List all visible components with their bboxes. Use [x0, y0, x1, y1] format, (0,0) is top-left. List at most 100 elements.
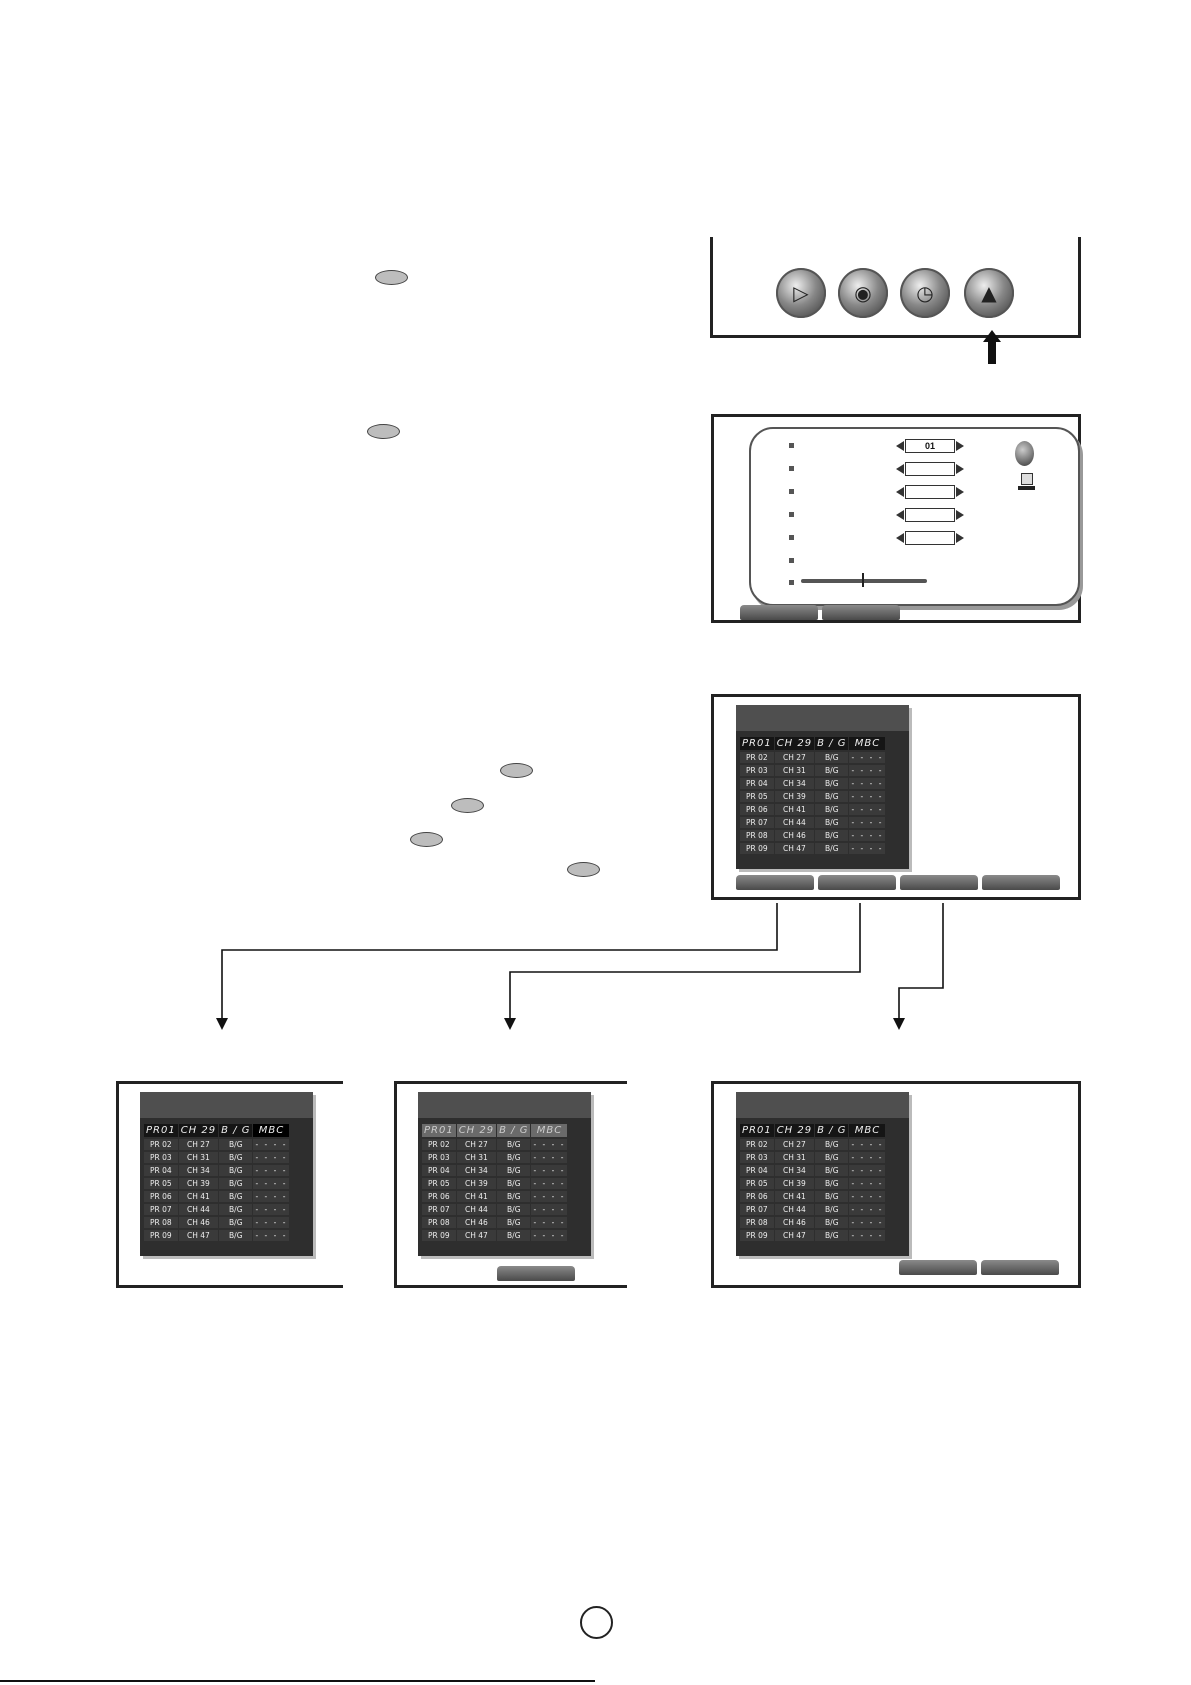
cell-pr: PR 02: [144, 1139, 178, 1150]
slider-handle[interactable]: [862, 573, 864, 587]
function-tab[interactable]: [736, 875, 814, 890]
cell-pr: PR 02: [740, 752, 774, 763]
menu-bullet: [789, 535, 794, 540]
header-ch: CH 29: [774, 1124, 815, 1137]
remote-key-oval: [375, 270, 408, 285]
cell-ch: CH 41: [774, 804, 815, 815]
menu-bullet: [789, 580, 794, 585]
header-name: MBC: [849, 737, 886, 750]
cell-ch: CH 41: [774, 1191, 815, 1202]
cell-pr: PR 07: [740, 1204, 774, 1215]
fine-tune-slider[interactable]: [801, 579, 927, 583]
setup-menu-screen: 01: [711, 414, 1081, 623]
cell-ch: CH 34: [456, 1165, 497, 1176]
cell-ch: CH 31: [178, 1152, 219, 1163]
function-tab[interactable]: [740, 605, 818, 620]
cell-pr: PR 04: [740, 1165, 774, 1176]
sound-icon[interactable]: ◉: [838, 268, 888, 318]
cell-system: B/G: [497, 1191, 531, 1202]
cell-name: - - - -: [849, 1165, 886, 1176]
cell-system: B/G: [497, 1165, 531, 1176]
remote-key-oval: [410, 832, 443, 847]
cell-name: - - - -: [253, 1191, 290, 1202]
cell-name: - - - -: [849, 791, 886, 802]
function-tab[interactable]: [900, 875, 978, 890]
cell-system: B/G: [815, 1204, 849, 1215]
cell-pr: PR 06: [740, 1191, 774, 1202]
cell-pr: PR 07: [422, 1204, 456, 1215]
cell-ch: CH 39: [774, 791, 815, 802]
cell-system: B/G: [497, 1204, 531, 1215]
cell-pr: PR 05: [740, 791, 774, 802]
function-tab[interactable]: [982, 875, 1060, 890]
picture-icon[interactable]: ▷: [776, 268, 826, 318]
function-tab[interactable]: [981, 1260, 1059, 1275]
cell-ch: CH 44: [178, 1204, 219, 1215]
menu-bullet: [789, 512, 794, 517]
setting-spinner[interactable]: [896, 508, 964, 522]
cell-ch: CH 39: [774, 1178, 815, 1189]
cell-system: B/G: [815, 804, 849, 815]
function-tab[interactable]: [497, 1266, 575, 1281]
function-tab[interactable]: [818, 875, 896, 890]
connector-line: [221, 903, 778, 1022]
setting-value: [905, 485, 955, 499]
cell-name: - - - -: [531, 1230, 568, 1241]
cell-name: - - - -: [849, 1152, 886, 1163]
setting-spinner[interactable]: [896, 485, 964, 499]
setting-spinner[interactable]: [896, 531, 964, 545]
timer-icon[interactable]: ◷: [900, 268, 950, 318]
cell-system: B/G: [815, 1152, 849, 1163]
cell-name: - - - -: [531, 1191, 568, 1202]
header-name[interactable]: MBC: [253, 1124, 290, 1137]
remote-key-oval: [500, 763, 533, 778]
cell-system: B/G: [815, 765, 849, 776]
cell-ch: CH 41: [456, 1191, 497, 1202]
function-tab[interactable]: [822, 605, 900, 620]
program-value: 01: [905, 439, 955, 453]
table-title-bar: [140, 1092, 313, 1118]
setting-spinner[interactable]: [896, 462, 964, 476]
program-spinner[interactable]: 01: [896, 439, 964, 453]
cell-pr: PR 08: [144, 1217, 178, 1228]
header-pr: PR01: [740, 737, 774, 750]
arrow-head-icon: [216, 1018, 228, 1030]
cell-system: B/G: [497, 1217, 531, 1228]
setup-icon[interactable]: ▲: [964, 268, 1014, 318]
function-tab[interactable]: [899, 1260, 977, 1275]
